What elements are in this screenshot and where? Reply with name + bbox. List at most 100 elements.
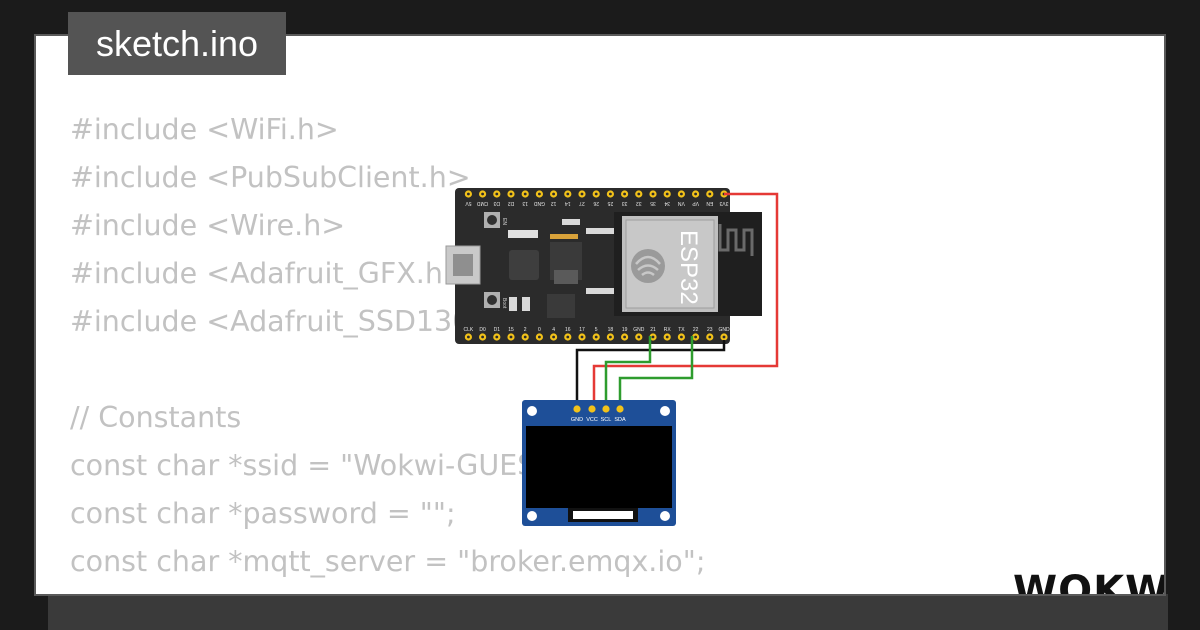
vcc-wire[interactable] [592, 192, 779, 414]
pin-label: 3V3 [719, 200, 728, 206]
pin-label: CLK [464, 327, 474, 333]
pin-label: GND [718, 327, 730, 333]
header-pin-hole [708, 335, 712, 339]
header-pin-hole [680, 192, 683, 196]
header-pin-hole [552, 335, 555, 339]
wokwi-logo: WOKWi [1013, 568, 1166, 596]
wires [575, 192, 779, 414]
header-pin-hole [594, 192, 598, 196]
pin-label: GND [533, 200, 545, 206]
header-pin-hole [552, 192, 555, 196]
scl-wire[interactable] [604, 336, 652, 414]
oled-pin[interactable] [573, 405, 581, 413]
pin-label: 0 [538, 327, 541, 333]
header-pin-hole [495, 335, 499, 339]
pin-label: 33 [622, 200, 628, 206]
pin-label: 34 [664, 200, 670, 206]
card-shadow [48, 594, 1168, 630]
circuit-diagram: 3V3ENVPVN343532332526271412GND13D2D3CMD5… [445, 188, 779, 526]
pin-label: 25 [607, 200, 613, 206]
logo-text: WOKWi [1013, 568, 1166, 596]
header-pin-hole [594, 335, 598, 339]
code-line: #include <WiFi.h> [70, 113, 339, 146]
header-pin-hole [509, 335, 513, 339]
header-pin-hole [467, 192, 470, 196]
header-pin-hole [651, 335, 655, 339]
code-line: // Constants [70, 401, 242, 434]
header-pin-hole [538, 335, 541, 339]
header-pin-hole [651, 192, 655, 196]
pin-label: 27 [579, 200, 585, 206]
pin-label: 5V [465, 200, 472, 206]
en-label: EN [501, 218, 507, 225]
pin-label: 16 [565, 327, 571, 333]
header-pin-hole [566, 335, 570, 339]
header-pin-hole [580, 335, 584, 339]
pin-label: 19 [622, 327, 628, 333]
header-pin-hole [637, 192, 641, 196]
header-pin-hole [523, 192, 527, 196]
pin-label: 5 [595, 327, 598, 333]
oled-pin-label: SCL [601, 417, 612, 423]
header-pin-hole [495, 192, 499, 196]
file-tab[interactable]: sketch.ino [68, 12, 286, 75]
header-pin-hole [467, 335, 470, 339]
header-pin-hole [623, 192, 626, 196]
header-pin-hole [509, 192, 513, 196]
pin-label: 4 [552, 327, 555, 333]
mount-hole [660, 406, 670, 416]
preview-card: #include <WiFi.h>#include <PubSubClient.… [34, 34, 1166, 596]
pin-label: 13 [522, 200, 528, 206]
code-line: #include <Adafruit_GFX.h> [70, 257, 467, 290]
mount-hole [660, 511, 670, 521]
esp32-board[interactable]: 3V3ENVPVN343532332526271412GND13D2D3CMD5… [445, 188, 762, 344]
oled-pin[interactable] [588, 405, 596, 413]
oled-screen [526, 426, 672, 508]
pin-label: D1 [494, 327, 501, 333]
pin-label: VN [678, 200, 685, 206]
top-pin-header: 3V3ENVPVN343532332526271412GND13D2D3CMD5… [465, 190, 728, 206]
pin-label: 14 [565, 200, 571, 206]
header-pin-hole [580, 192, 584, 196]
code-line: const char *password = ""; [70, 497, 456, 530]
pin-label: GND [633, 327, 645, 333]
pin-label: 35 [650, 200, 656, 206]
header-pin-hole [609, 335, 612, 339]
oled-pin[interactable] [602, 405, 610, 413]
oled-pin[interactable] [616, 405, 624, 413]
boot-label: Boot [501, 298, 507, 309]
header-pin-hole [694, 335, 697, 339]
header-pin-hole [665, 192, 669, 196]
header-pin-hole [609, 192, 612, 196]
header-pin-hole [538, 192, 541, 196]
mount-hole [527, 511, 537, 521]
pin-label: TX [678, 327, 685, 333]
code-editor: #include <WiFi.h>#include <PubSubClient.… [70, 106, 705, 594]
regulator-chip [509, 250, 539, 280]
pin-label: 21 [650, 327, 656, 333]
pin-label: D0 [479, 327, 486, 333]
pin-label: 23 [707, 327, 713, 333]
pin-label: RX [664, 327, 672, 333]
pin-label: 15 [508, 327, 514, 333]
header-pin-hole [708, 192, 712, 196]
pin-label: 32 [636, 200, 642, 206]
pin-label: 26 [593, 200, 599, 206]
pin-label: 12 [551, 200, 557, 206]
header-pin-hole [623, 335, 626, 339]
oled-pin-label: SDA [614, 417, 626, 423]
sda-wire[interactable] [618, 336, 694, 414]
mount-hole [527, 406, 537, 416]
pin-label: 2 [524, 327, 527, 333]
oled-pin-label: VCC [586, 417, 598, 423]
pin-label: D2 [508, 200, 515, 206]
pin-label: EN [706, 200, 713, 206]
header-pin-hole [722, 335, 726, 339]
header-pin-hole [481, 192, 484, 196]
pin-label: CMD [477, 200, 489, 206]
pin-label: D3 [493, 200, 500, 206]
header-pin-hole [566, 192, 570, 196]
